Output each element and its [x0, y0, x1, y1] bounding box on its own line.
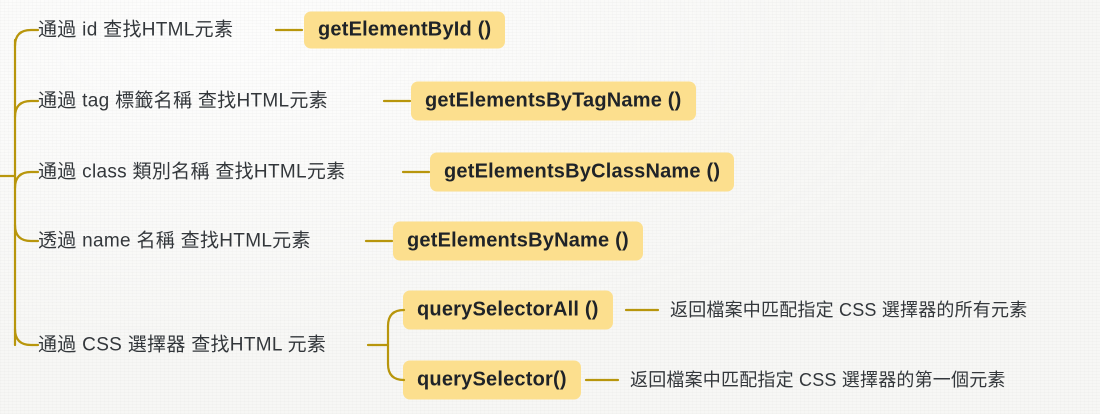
branch-label-by-id[interactable]: 通過 id 查找HTML元素: [38, 19, 234, 41]
branch-curve-by-css: [13, 327, 40, 347]
method-badge-getelementsbytagname[interactable]: getElementsByTagName (): [411, 81, 696, 121]
branch-label-by-name[interactable]: 透過 name 名稱 查找HTML元素: [38, 230, 311, 252]
method-badge-getelementsbyname[interactable]: getElementsByName (): [393, 221, 643, 261]
branch-label-by-class[interactable]: 通過 class 類別名稱 查找HTML元素: [38, 161, 346, 183]
method-badge-queryselectorall[interactable]: querySelectorAll (): [403, 290, 613, 330]
branch-curve-by-tag: [13, 99, 40, 119]
branch-curve-by-id: [13, 28, 40, 48]
branch-curve-by-class: [13, 170, 40, 190]
description-queryselectorall: 返回檔案中匹配指定 CSS 選擇器的所有元素: [670, 300, 1028, 320]
sub-branch-curve-query-selector: [386, 362, 406, 382]
method-badge-getelementsbyclassname[interactable]: getElementsByClassName (): [430, 152, 735, 192]
branch-label-by-css-selector[interactable]: 通過 CSS 選擇器 查找HTML 元素: [38, 334, 327, 356]
method-badge-queryselector[interactable]: querySelector(): [403, 360, 581, 400]
branch-curve-by-name: [13, 223, 40, 243]
method-badge-getelementbyid[interactable]: getElementById (): [304, 11, 506, 49]
branch-label-by-tag[interactable]: 通過 tag 標籤名稱 查找HTML元素: [38, 90, 328, 112]
description-queryselector: 返回檔案中匹配指定 CSS 選擇器的第一個元素: [630, 370, 1006, 390]
sub-branch-curve-query-selector-all: [386, 308, 406, 328]
